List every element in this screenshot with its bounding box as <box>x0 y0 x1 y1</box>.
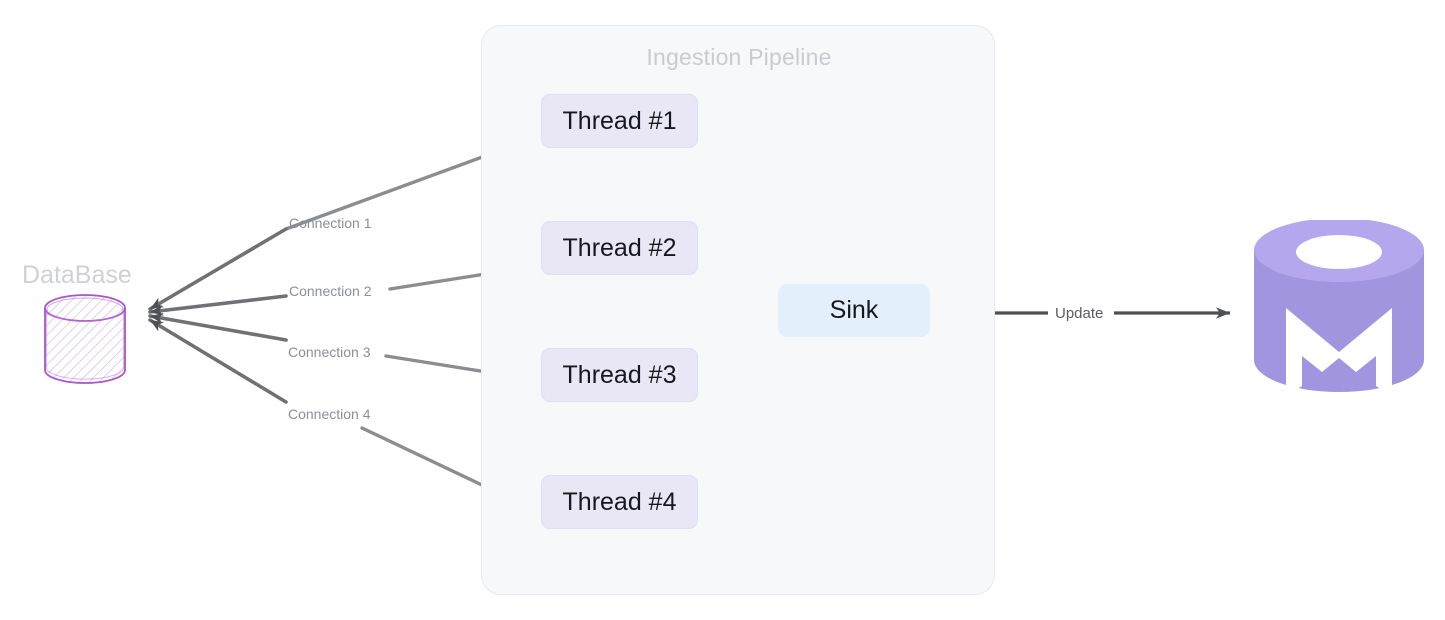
node-sink[interactable]: Sink <box>778 284 930 337</box>
node-thread-2-label: Thread #2 <box>562 233 677 262</box>
node-thread-4-label: Thread #4 <box>562 487 677 516</box>
node-thread-3[interactable]: Thread #3 <box>541 348 698 402</box>
edge-label-connection-1: Connection 1 <box>289 215 372 231</box>
edge-label-update: Update <box>1055 305 1104 322</box>
pipeline-title: Ingestion Pipeline <box>646 44 832 70</box>
node-thread-4[interactable]: Thread #4 <box>541 475 698 529</box>
node-thread-1[interactable]: Thread #1 <box>541 94 698 148</box>
node-thread-1-label: Thread #1 <box>562 106 677 135</box>
node-thread-3-label: Thread #3 <box>562 360 677 389</box>
database-label: DataBase <box>22 261 132 289</box>
database-cylinder-icon <box>44 294 126 384</box>
node-thread-2[interactable]: Thread #2 <box>541 221 698 275</box>
edge-label-connection-2: Connection 2 <box>289 283 372 299</box>
edge-label-connection-3: Connection 3 <box>288 344 371 360</box>
node-sink-label: Sink <box>829 296 879 324</box>
materialize-cylinder-logo <box>1254 220 1424 396</box>
edge-label-connection-4: Connection 4 <box>288 406 371 422</box>
